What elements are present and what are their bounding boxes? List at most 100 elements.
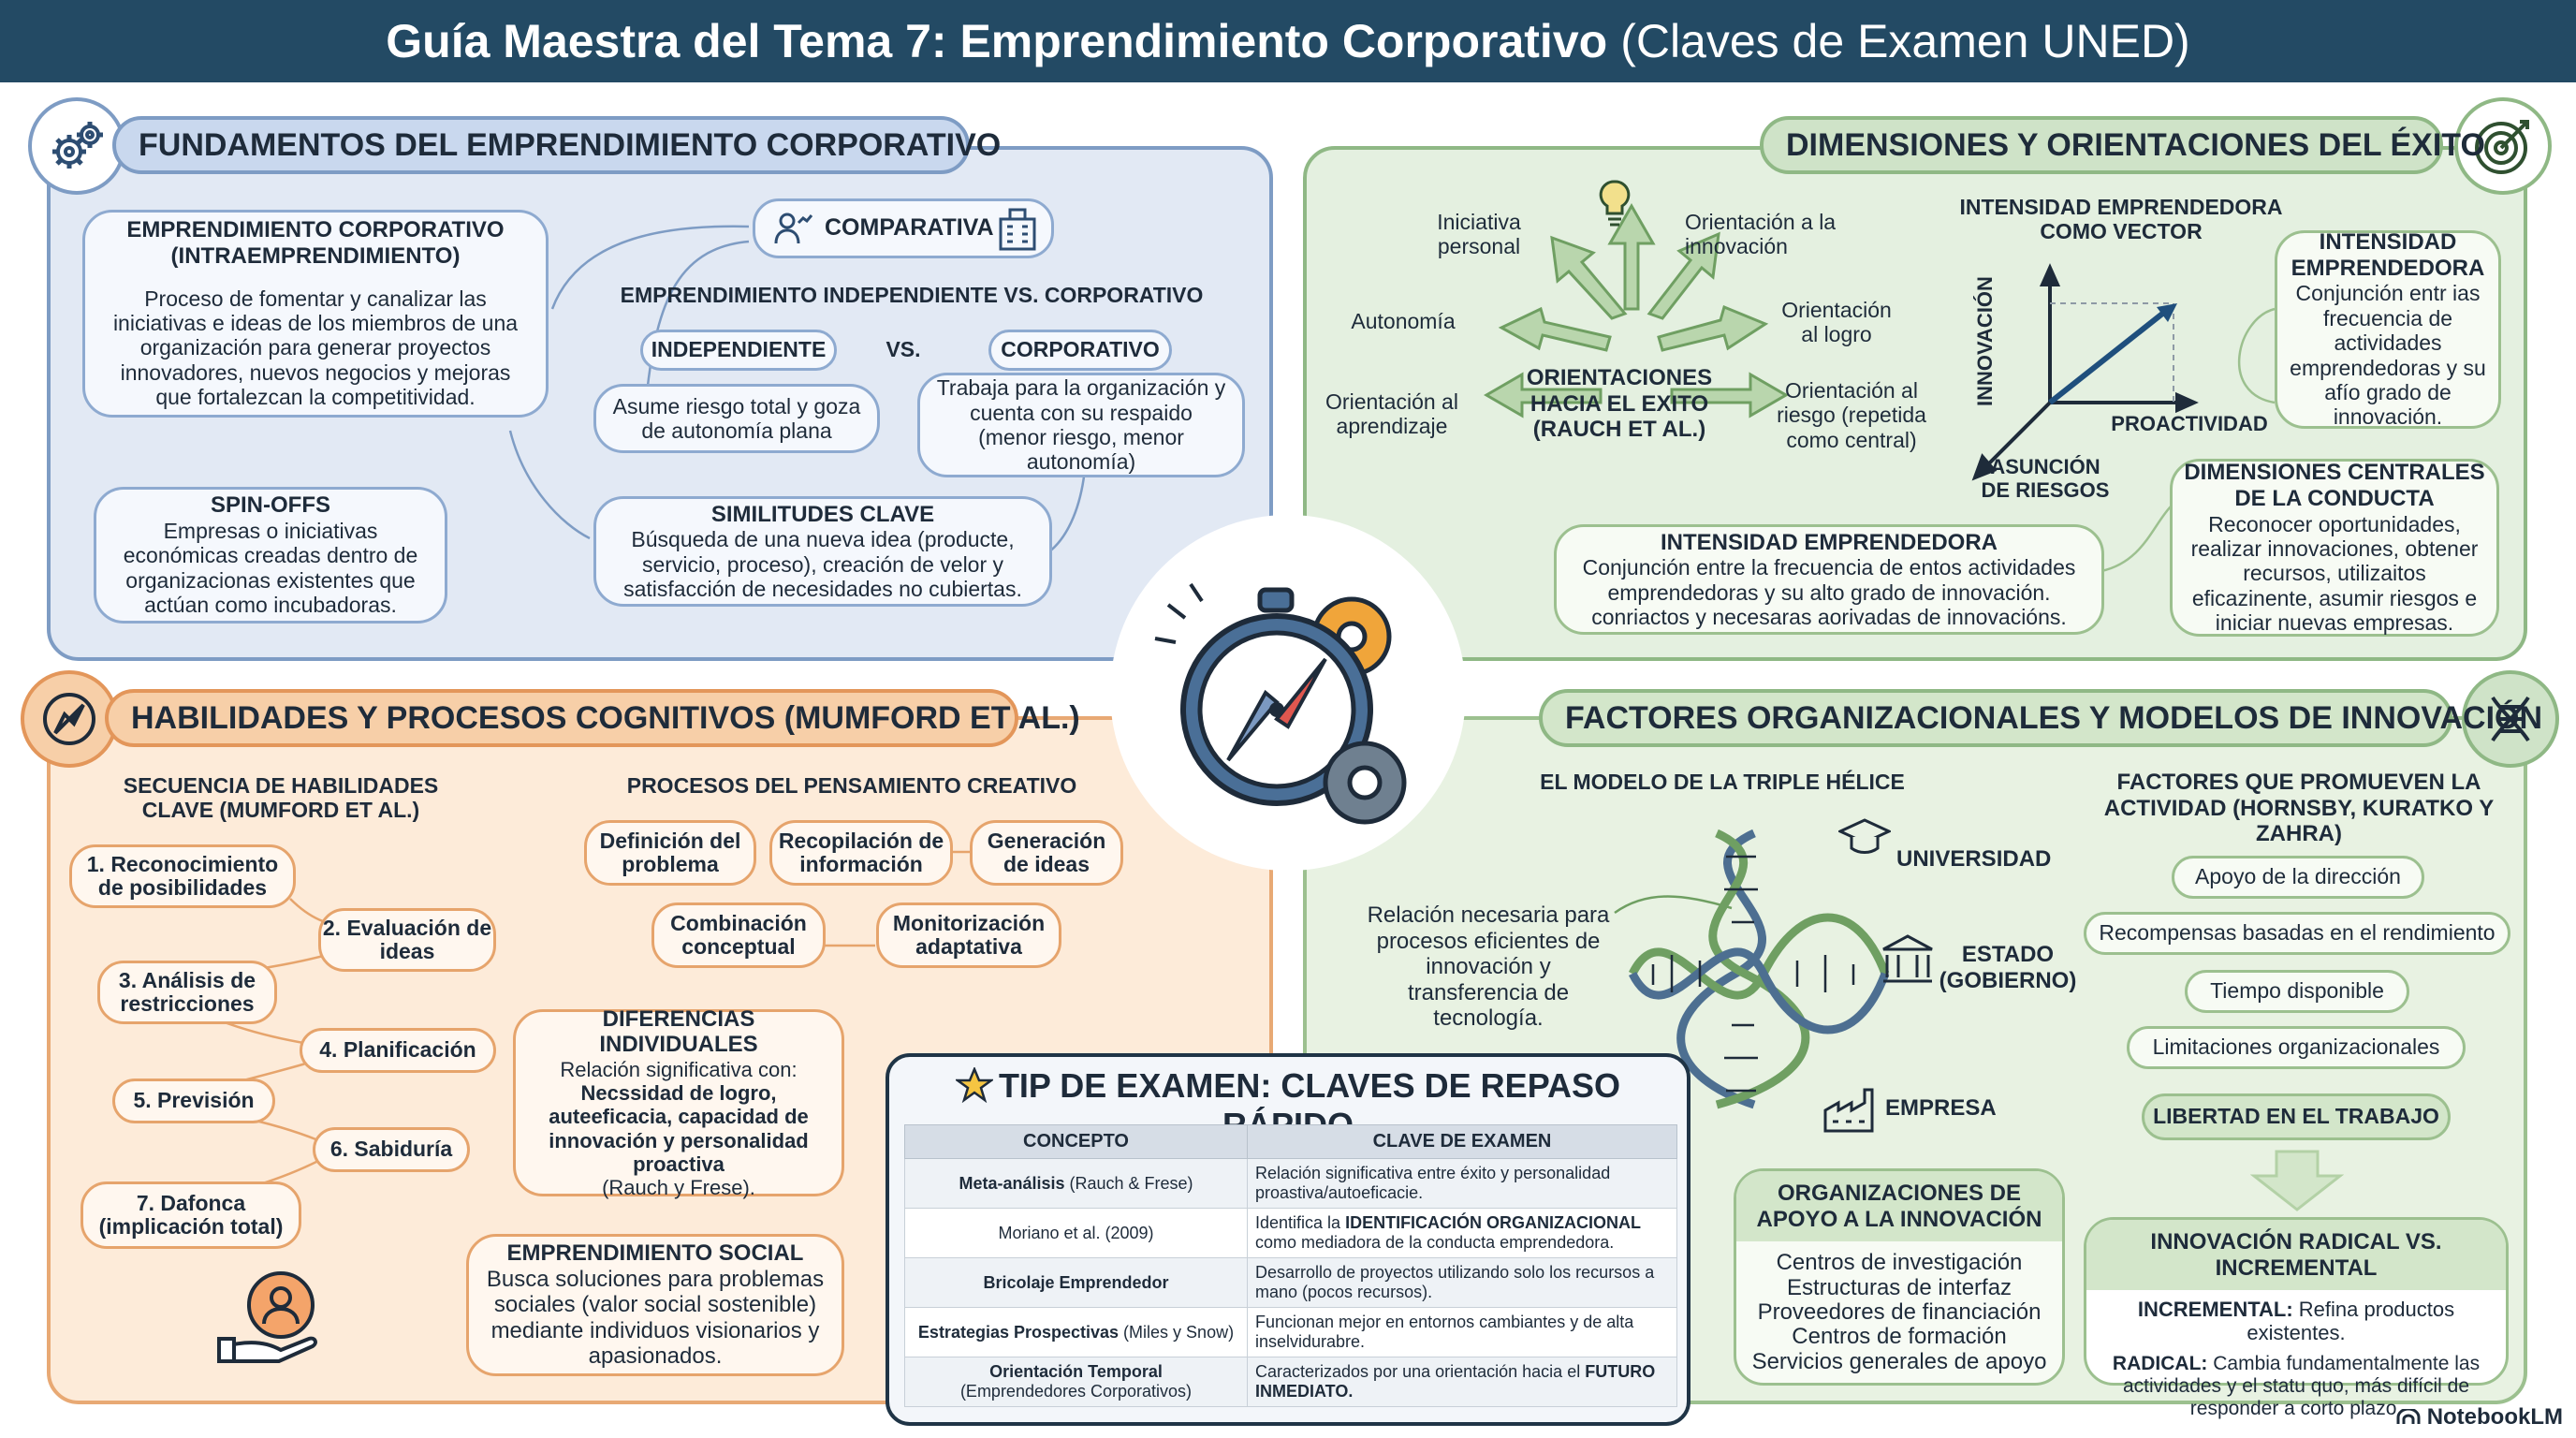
radical-label: RADICAL: bbox=[2112, 1352, 2208, 1374]
diferencias-text-1: Relación significativa con: bbox=[560, 1057, 798, 1081]
factor-limitaciones: Limitaciones organizacionales bbox=[2127, 1026, 2466, 1069]
intraemprendimiento-box: EMPRENDIMIENTO CORPORATIVO (INTRAEMPREND… bbox=[82, 210, 549, 418]
incremental-label: INCREMENTAL: bbox=[2137, 1298, 2293, 1322]
apoyo-box: ORGANIZACIONES DE APOYO A LA INNOVACIÓN … bbox=[1734, 1168, 2065, 1386]
page-title-sub: (Claves de Examen UNED) bbox=[1620, 15, 2190, 67]
step-3: 3. Análisis de restricciones bbox=[97, 961, 277, 1024]
compass-stopwatch-icon bbox=[1154, 582, 1407, 825]
graduation-cap-icon bbox=[1838, 818, 1891, 854]
proceso-generacion: Generación de ideas bbox=[970, 820, 1123, 886]
dimensiones-centrales-title: DIMENSIONES CENTRALES DE LA CONDUCTA bbox=[2184, 460, 2485, 511]
secuencia-title: SECUENCIA DE HABILIDADES CLAVE (MUMFORD … bbox=[123, 773, 439, 823]
proceso-recopilacion: Recopilación de información bbox=[769, 820, 953, 886]
proceso-combinacion: Combinación conceptual bbox=[651, 902, 826, 968]
similitudes-title: SIMILITUDES CLAVE bbox=[710, 501, 935, 527]
axis-riesgos: ASUNCIÓN DE RIESGOS bbox=[1981, 455, 2110, 503]
page-title: Guía Maestra del Tema 7: Emprendimiento … bbox=[0, 0, 2576, 82]
corporativo-box: Trabaja para la organización y cuenta co… bbox=[917, 373, 1245, 477]
person-chart-icon bbox=[774, 213, 813, 244]
apoyo-item: Proveedores de financiación bbox=[1757, 1299, 2042, 1325]
step-1: 1. Reconocimiento de posibilidades bbox=[69, 844, 296, 908]
procesos-title: PROCESOS DEL PENSAMIENTO CREATIVO bbox=[626, 773, 1077, 798]
helping-hand-icon bbox=[217, 1271, 317, 1363]
autonomia-label: Autonomía bbox=[1351, 309, 1456, 333]
apoyo-title: ORGANIZACIONES DE APOYO A LA INNOVACIÓN bbox=[1736, 1171, 2062, 1242]
diferencias-box: DIFERENCIAS INDIVIDUALES Relación signif… bbox=[513, 1005, 844, 1199]
gears-icon bbox=[28, 97, 125, 195]
spin-offs-text: Empresas o iniciativas económicas creada… bbox=[123, 518, 418, 618]
factor-apoyo-direccion: Apoyo de la dirección bbox=[2172, 856, 2424, 899]
intensidad-emprendedora-text: Conjunción entre la frecuencia de entos … bbox=[1582, 555, 2076, 630]
independiente-text: Asume riesgo total y goza de autonomía p… bbox=[612, 393, 861, 443]
dna-icon bbox=[2462, 670, 2559, 768]
spin-offs-title: SPIN-OFFS bbox=[210, 492, 330, 519]
table-row: Meta-análisis (Rauch & Frese) Relación s… bbox=[904, 1158, 1677, 1209]
col-clave: CLAVE DE EXAMEN bbox=[1247, 1124, 1677, 1159]
independiente-pill: INDEPENDIENTE bbox=[640, 330, 837, 371]
vs-title: EMPRENDIMIENTO INDEPENDIENTE VS. CORPORA… bbox=[620, 283, 1204, 307]
triple-helix-diagram bbox=[1628, 829, 1890, 1109]
intensidad-box-text: Conjunción entr ias frecuencia de activi… bbox=[2290, 281, 2486, 430]
radical-line: RADICAL: Cambia fundamentalmente las act… bbox=[2086, 1353, 2506, 1420]
corporativo-pill: CORPORATIVO bbox=[988, 330, 1172, 371]
dimensiones-centrales-text: Reconocer oportunidades, realizar innova… bbox=[2190, 511, 2479, 636]
star-icon bbox=[954, 1065, 995, 1104]
radical-box: INNOVACIÓN RADICAL VS. INCREMENTAL INCRE… bbox=[2084, 1217, 2509, 1419]
target-icon bbox=[2454, 97, 2552, 195]
government-building-icon bbox=[1882, 934, 1933, 983]
building-icon bbox=[999, 208, 1036, 251]
aprendizaje-label: Orientación al aprendizaje bbox=[1325, 389, 1458, 439]
apoyo-item: Centros de investigación bbox=[1776, 1250, 2023, 1276]
helix-title: EL MODELO DE LA TRIPLE HÉLICE bbox=[1540, 770, 1905, 794]
brand-logo: NotebookLM bbox=[2396, 1404, 2563, 1431]
libertad-pill: LIBERTAD EN EL TRABAJO bbox=[2142, 1093, 2451, 1140]
estado-label: ESTADO (GOBIERNO) bbox=[1939, 942, 2077, 993]
intensidad-box: INTENSIDAD EMPRENDEDORA Conjunción entr … bbox=[2275, 229, 2501, 430]
orientaciones-center: ORIENTACIONES HACIA EL EXITO (RAUCH ET A… bbox=[1526, 365, 1713, 443]
similitudes-text: Búsqueda de una nueva idea (producte, se… bbox=[623, 527, 1022, 602]
dimensiones-centrales-box: DIMENSIONES CENTRALES DE LA CONDUCTA Rec… bbox=[2170, 459, 2499, 637]
radical-text: Cambia fundamentalmente las actividades … bbox=[2122, 1352, 2481, 1420]
iniciativa-label: Iniciativa personal bbox=[1437, 210, 1521, 259]
step-7: 7. Dafonca (implicación total) bbox=[80, 1181, 301, 1249]
intensidad-emprendedora-title: INTENSIDAD EMPRENDEDORA bbox=[1660, 529, 1998, 555]
diferencias-text-2: Necssidad de logro, auteeficacia, capaci… bbox=[549, 1081, 809, 1176]
factor-tiempo: Tiempo disponible bbox=[2185, 970, 2409, 1013]
social-box: EMPRENDIMIENTO SOCIAL Busca soluciones p… bbox=[466, 1234, 844, 1376]
intraemprendimiento-title: EMPRENDIMIENTO CORPORATIVO (INTRAEMPREND… bbox=[126, 217, 505, 269]
social-title: EMPRENDIMIENTO SOCIAL bbox=[506, 1240, 804, 1267]
diferencias-title: DIFERENCIAS INDIVIDUALES bbox=[599, 1005, 758, 1058]
step-6: 6. Sabiduría bbox=[313, 1127, 470, 1172]
apoyo-item: Estructuras de interfaz bbox=[1786, 1274, 2012, 1300]
table-row: Moriano et al. (2009) Identifica la IDEN… bbox=[904, 1208, 1677, 1258]
factory-icon bbox=[1823, 1088, 1874, 1133]
riesgo-label: Orientación al riesgo (repetida como cen… bbox=[1777, 378, 1926, 452]
table-row: Estrategias Prospectivas (Miles y Snow) … bbox=[904, 1307, 1677, 1357]
similitudes-box: SIMILITUDES CLAVE Búsqueda de una nueva … bbox=[593, 496, 1052, 607]
independiente-box: Asume riesgo total y goza de autonomía p… bbox=[593, 384, 880, 453]
notebooklm-icon bbox=[2396, 1407, 2421, 1424]
axis-innovacion: INNOVACIÓN bbox=[1973, 276, 1997, 407]
proceso-definicion: Definición del problema bbox=[584, 820, 756, 886]
exam-tip-box: TIP DE EXAMEN: CLAVES DE REPASO RÁPIDO C… bbox=[886, 1053, 1690, 1426]
intensidad-emprendedora-box: INTENSIDAD EMPRENDEDORA Conjunción entre… bbox=[1554, 524, 2104, 635]
spin-offs-box: SPIN-OFFS Empresas o iniciativas económi… bbox=[94, 487, 447, 624]
innovacion-label: Orientación a la innovación bbox=[1685, 210, 1837, 259]
table-row: Bricolaje Emprendedor Desarrollo de proy… bbox=[904, 1257, 1677, 1308]
vector-chart bbox=[1971, 263, 2199, 481]
incremental-line: INCREMENTAL: Refina productos existentes… bbox=[2086, 1298, 2506, 1345]
helix-text: Relación necesaria para procesos eficien… bbox=[1367, 902, 1610, 1032]
compass-icon bbox=[21, 670, 118, 768]
step-5: 5. Previsión bbox=[112, 1078, 275, 1123]
vector-title: INTENSIDAD EMPRENDEDORA COMO VECTOR bbox=[1959, 195, 2283, 244]
social-text: Busca soluciones para problemas sociales… bbox=[486, 1266, 825, 1370]
corporativo-text: Trabaja para la organización y cuenta co… bbox=[936, 375, 1226, 475]
col-concepto: CONCEPTO bbox=[904, 1124, 1248, 1159]
comparativa-label: COMPARATIVA bbox=[825, 214, 994, 242]
page-title-main: Guía Maestra del Tema 7: Emprendimiento … bbox=[386, 15, 1608, 67]
lightbulb-icon bbox=[1599, 180, 1631, 227]
incremental-text: Refina productos existentes. bbox=[2247, 1298, 2455, 1345]
logro-label: Orientación al logro bbox=[1781, 298, 1892, 347]
factor-recompensas: Recompensas basadas en el rendimiento bbox=[2084, 912, 2510, 955]
